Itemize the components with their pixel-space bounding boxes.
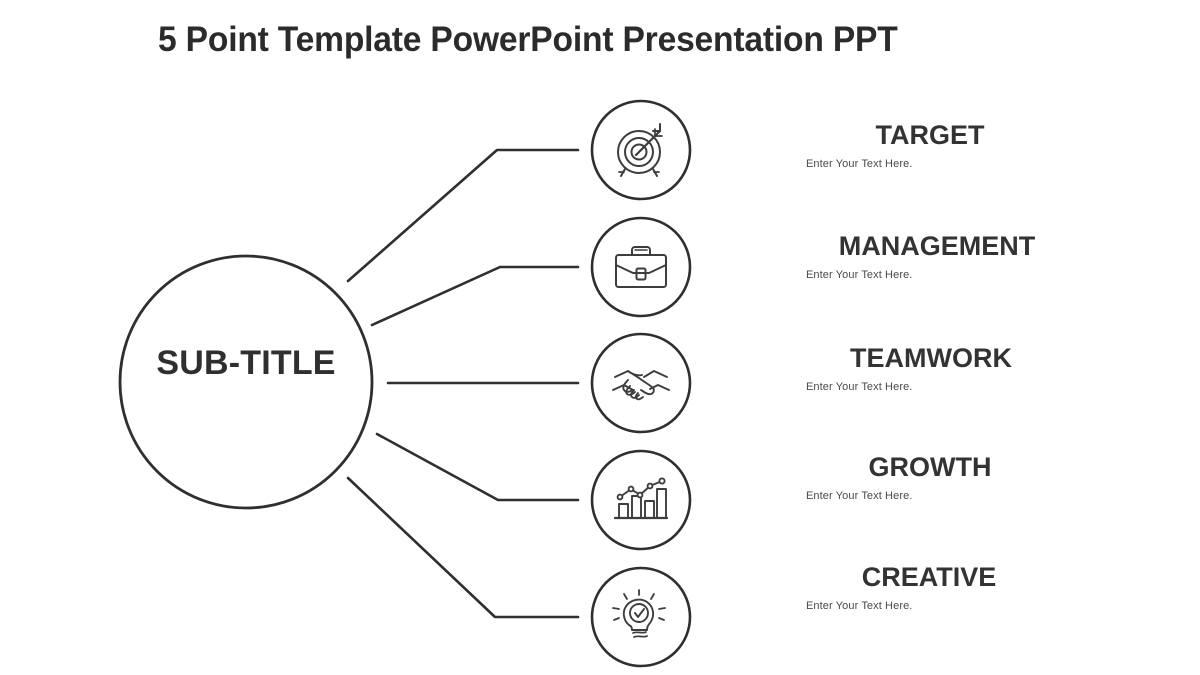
icon-circle-management[interactable] [590, 216, 692, 318]
icon-circle-teamwork[interactable] [590, 332, 692, 434]
node-subtext-growth[interactable]: Enter Your Text Here. [806, 490, 913, 503]
node-subtext-creative[interactable]: Enter Your Text Here. [806, 600, 913, 613]
node-subtext-teamwork[interactable]: Enter Your Text Here. [806, 381, 913, 394]
icon-circle-creative[interactable] [590, 566, 692, 668]
connector-line-target [346, 148, 580, 283]
lightbulb-check-icon [612, 589, 666, 638]
node-heading-management: MANAGEMENT [838, 231, 1036, 261]
hub-circle[interactable] [118, 254, 374, 510]
node-subtext-management[interactable]: Enter Your Text Here. [806, 269, 913, 282]
connector-line-creative [346, 476, 580, 619]
node-heading-teamwork: TEAMWORK [850, 343, 1012, 373]
node-text-target: TARGET Enter Your Text Here. [800, 120, 1060, 171]
node-heading-creative: CREATIVE [861, 562, 997, 592]
node-text-teamwork: TEAMWORK Enter Your Text Here. [800, 343, 1060, 394]
bar-chart-growth-icon [613, 477, 669, 520]
node-subtext-target[interactable]: Enter Your Text Here. [806, 158, 913, 171]
node-text-management: MANAGEMENT Enter Your Text Here. [800, 231, 1060, 282]
node-heading-target: TARGET [875, 120, 985, 150]
connector-line-growth [375, 432, 580, 502]
handshake-icon [612, 370, 670, 401]
briefcase-icon [615, 246, 667, 288]
target-icon [617, 123, 663, 177]
connector-lines [346, 148, 580, 619]
node-text-creative: CREATIVE Enter Your Text Here. [800, 562, 1060, 613]
hub-label: SUB-TITLE [156, 344, 336, 382]
page-title: 5 Point Template PowerPoint Presentation… [158, 20, 898, 59]
node-text-growth: GROWTH Enter Your Text Here. [800, 452, 1060, 503]
connector-line-management [370, 265, 580, 327]
node-heading-growth: GROWTH [868, 452, 992, 482]
